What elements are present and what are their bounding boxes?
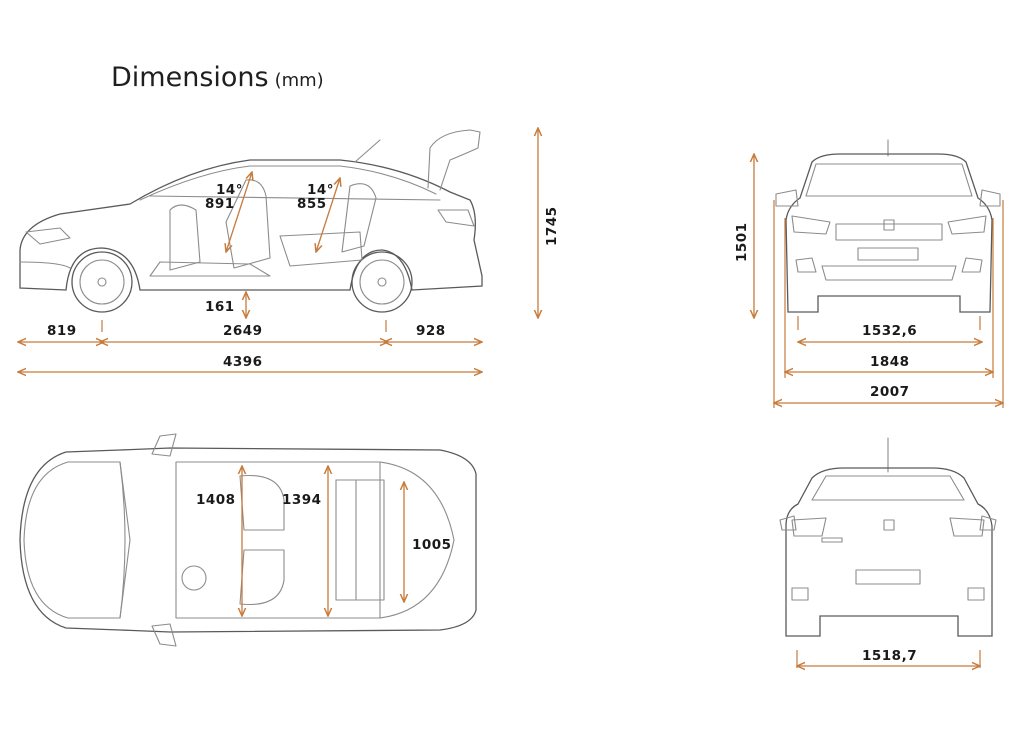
rear-view-car (779, 437, 997, 637)
front-overhang-label: 819 (47, 323, 77, 339)
top-view-car (19, 433, 477, 647)
rear-elbow-width-label: 1394 (282, 492, 322, 508)
height-side-label: 1745 (544, 206, 560, 246)
rear-track-label: 1518,7 (862, 648, 917, 664)
wheelbase-label: 2649 (223, 323, 263, 339)
height-front-label: 1501 (734, 222, 750, 262)
length-label: 4396 (223, 354, 263, 370)
rear-seat-angle-label: 14° (307, 182, 334, 198)
title-unit: (mm) (274, 70, 324, 91)
front-headroom-label: 891 (205, 196, 235, 212)
rear-seat-width-label: 1005 (412, 537, 452, 553)
rear-headroom-line (316, 178, 340, 252)
front-headroom-line (226, 172, 252, 252)
ground-clearance-label: 161 (205, 299, 235, 315)
title-text: Dimensions (111, 62, 269, 93)
rear-headroom-label: 855 (297, 196, 327, 212)
body-width-label: 1848 (870, 354, 910, 370)
rear-overhang-label: 928 (416, 323, 446, 339)
front-view-car (775, 139, 1001, 313)
page-title: Dimensions(mm) (111, 62, 324, 93)
side-view-car (19, 129, 483, 313)
front-track-label: 1532,6 (862, 323, 917, 339)
front-elbow-width-label: 1408 (196, 492, 236, 508)
mirror-width-label: 2007 (870, 384, 910, 400)
front-seat-angle-label: 14° (216, 182, 243, 198)
